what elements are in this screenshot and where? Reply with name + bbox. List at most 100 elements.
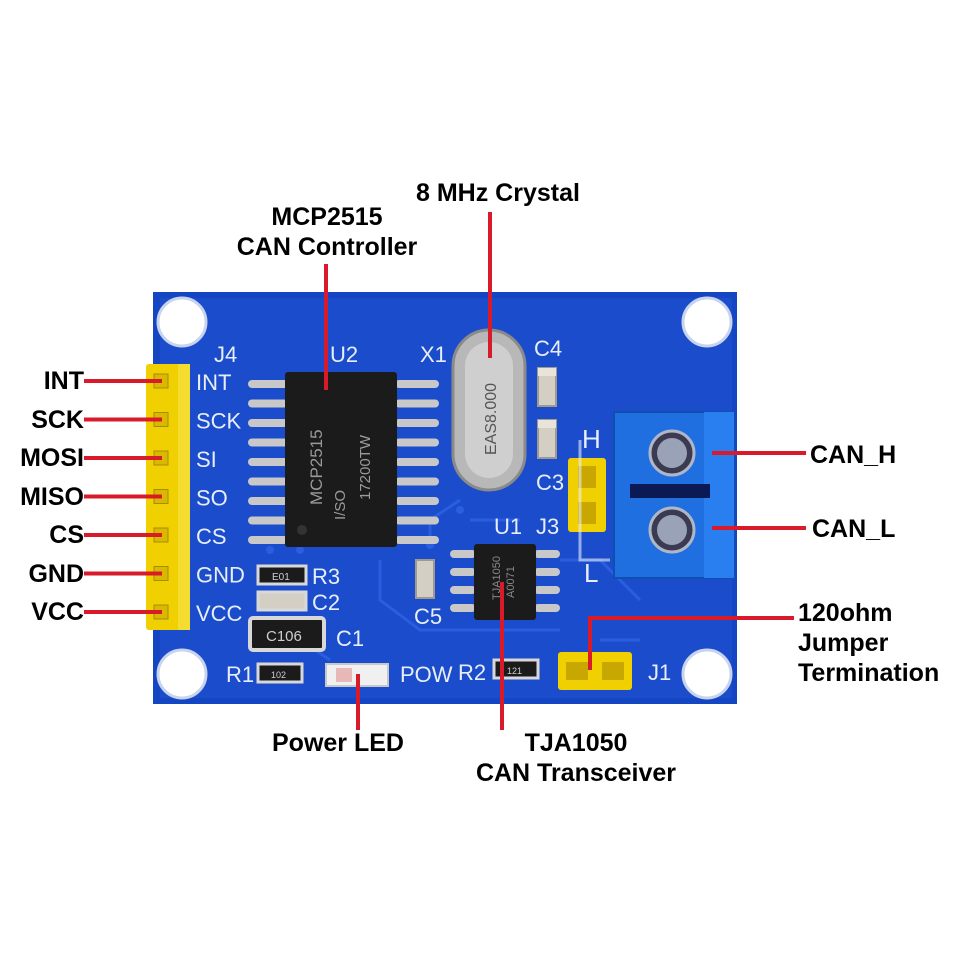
silk-x1: X1 (420, 342, 447, 367)
callout-jumper-line2: Jumper (798, 629, 889, 657)
chip-leg (395, 477, 439, 486)
chip-mark-r2: 121 (507, 666, 522, 676)
silk-j4: J4 (214, 342, 237, 367)
callout-can-h: CAN_H (810, 441, 897, 469)
callout-tja1050: TJA1050 CAN Transceiver (456, 728, 696, 788)
capacitor-c5 (415, 559, 435, 599)
silk-c2: C2 (312, 590, 340, 615)
capacitor-c1: C106 (248, 616, 326, 652)
resistor-r2: 121 (492, 658, 540, 680)
chip-leg (450, 604, 476, 612)
callout-jumper: 120ohm Jumper Termination (798, 598, 939, 688)
chip-mark-r3: E01 (272, 572, 290, 583)
silk-pin-label: SCK (196, 409, 242, 434)
capacitor-c4 (537, 367, 557, 407)
chip-mark-u1-line2: A0071 (505, 566, 517, 598)
callout-pin-int: INT (43, 367, 84, 395)
chip-mark-r1: 102 (271, 670, 286, 680)
silk-u2: U2 (330, 342, 358, 367)
capacitor-c3 (537, 419, 557, 459)
chip-leg (395, 380, 439, 388)
silk-j3: J3 (536, 514, 559, 539)
callout-tja-line1: TJA1050 (524, 729, 628, 757)
silk-l: L (584, 558, 598, 588)
header-j4 (146, 364, 190, 630)
chip-leg (248, 477, 288, 486)
mounting-holes (156, 296, 733, 700)
callout-lines (84, 212, 806, 730)
callout-can-l: CAN_L (812, 515, 896, 543)
callout-mcp-line1: MCP2515 (271, 203, 383, 231)
callout-pin-vcc: VCC (31, 598, 84, 626)
pin-silk-labels: INT SCK SI SO CS GND VCC (196, 370, 245, 626)
chip-leg (395, 419, 439, 427)
callout-pin-sck: SCK (31, 405, 84, 434)
chip-leg (534, 568, 560, 576)
callout-pin-mosi: MOSI (20, 444, 84, 472)
chip-leg (248, 419, 288, 427)
chip-leg (248, 458, 288, 466)
chip-leg (534, 604, 560, 612)
callout-pin-cs: CS (49, 521, 84, 549)
callout-power-led: Power LED (272, 729, 404, 757)
silk-pin-label: CS (196, 524, 227, 549)
callout-pin-miso: MISO (20, 482, 84, 511)
chip-leg (248, 497, 288, 505)
chip-leg (248, 399, 288, 408)
callout-mcp-line2: CAN Controller (236, 233, 418, 261)
chip-leg (248, 438, 288, 447)
chip-leg (534, 586, 560, 594)
chip-leg (395, 516, 439, 525)
crystal-x1: EAS8.000 (451, 328, 527, 492)
chip-leg (395, 399, 439, 408)
chip-leg (450, 586, 476, 594)
silk-u1: U1 (494, 514, 522, 539)
silk-pin-label: SO (196, 486, 228, 511)
silk-pin-label: INT (196, 370, 231, 395)
chip-tja1050: TJA1050 A0071 (450, 544, 560, 620)
callout-tja-line2: CAN Transceiver (475, 759, 677, 787)
screw-terminal (613, 411, 735, 579)
silkscreen-labels: J4 U2 X1 C4 H C3 J3 U1 L R3 C2 C1 C5 R1 … (214, 336, 671, 687)
silk-c5: C5 (414, 604, 442, 629)
silk-c1: C1 (336, 626, 364, 651)
chip-leg (395, 497, 439, 505)
resistor-r1: 102 (256, 662, 304, 684)
chip-mcp2515: MCP2515 I/SO 17200TW (248, 372, 439, 547)
callout-crystal: 8 MHz Crystal (416, 179, 580, 207)
chip-leg (395, 536, 439, 544)
chip-leg (534, 550, 560, 558)
chip-leg (248, 380, 288, 388)
chip-mark-u2-line2: I/SO (332, 490, 349, 520)
chip-mark-u2-line1: MCP2515 (307, 429, 326, 505)
silk-j1: J1 (648, 660, 671, 685)
callout-jumper-line3: Termination (798, 659, 940, 687)
silk-pin-label: VCC (196, 601, 243, 626)
chip-leg (248, 536, 288, 544)
resistor-r3: E01 (256, 564, 308, 586)
callout-pin-gnd: GND (28, 559, 84, 588)
callout-jumper-line1: 120ohm (798, 599, 893, 627)
chip-mark-c1: C106 (266, 628, 302, 645)
silk-h: H (582, 424, 601, 454)
capacitor-c2 (256, 590, 308, 612)
chip-leg (450, 550, 476, 558)
callout-line-jumper (588, 616, 794, 670)
silk-pin-label: SI (196, 447, 217, 472)
chip-mark-crystal: EAS8.000 (483, 383, 500, 455)
chip-leg (450, 568, 476, 576)
chip-leg (395, 458, 439, 466)
chip-mark-u2-line3: 17200TW (357, 434, 374, 500)
chip-leg (248, 516, 288, 525)
callout-mcp2515: MCP2515 CAN Controller (222, 202, 432, 262)
silk-r3: R3 (312, 564, 340, 589)
silk-pin-label: GND (196, 563, 245, 588)
chip-leg (395, 438, 439, 447)
silk-pow: POW (400, 662, 453, 687)
silk-r1: R1 (226, 662, 254, 687)
silk-c3: C3 (536, 470, 564, 495)
silk-c4: C4 (534, 336, 562, 361)
jumper-j3 (568, 440, 610, 562)
jumper-j1 (558, 652, 632, 690)
